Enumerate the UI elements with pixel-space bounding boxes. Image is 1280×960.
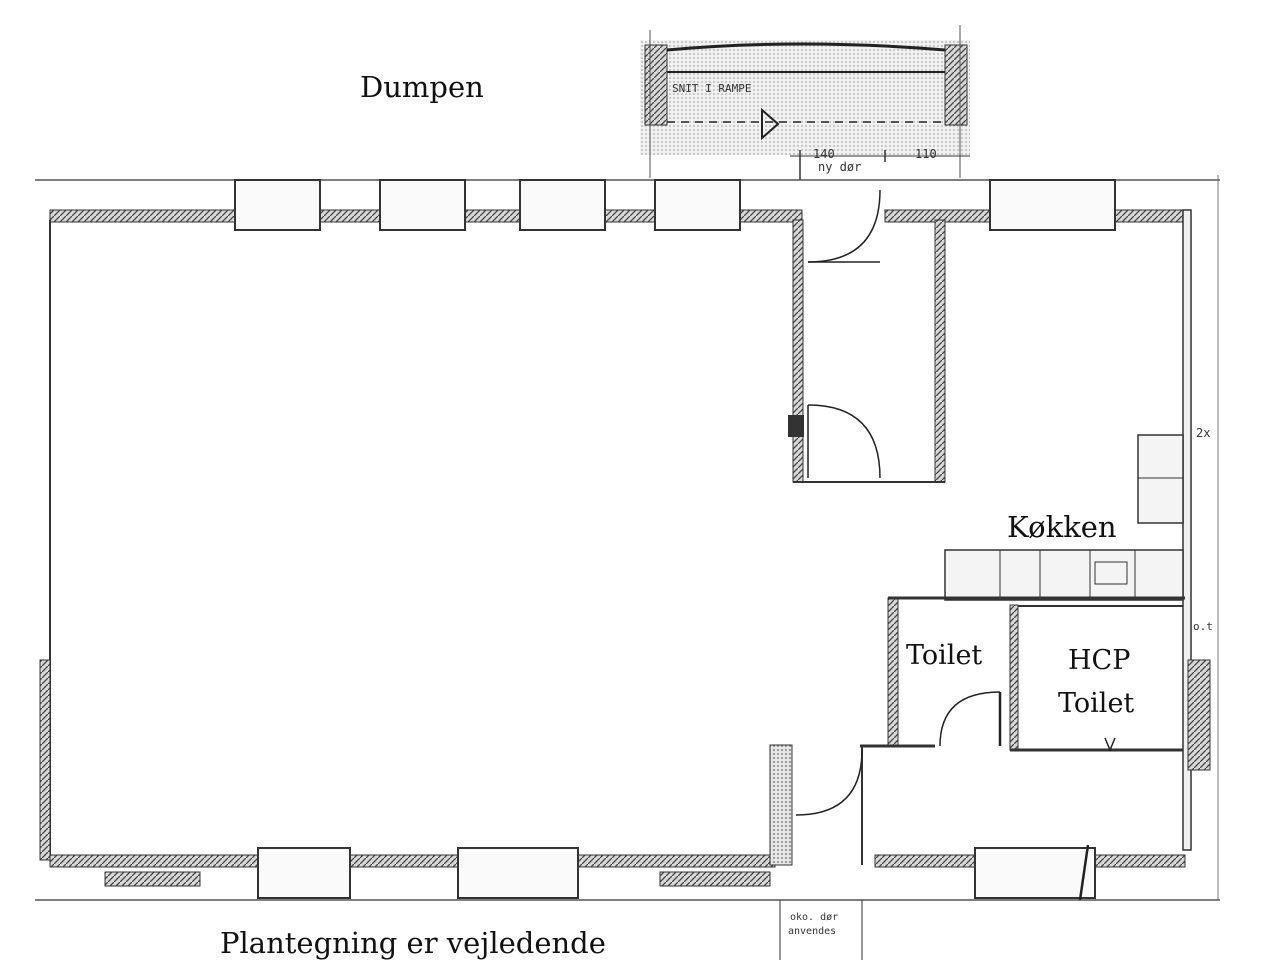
label-hcp-toilet: Toilet <box>1058 688 1135 719</box>
entrance-corridor <box>788 189 946 483</box>
footer-note: Plantegning er vejledende <box>220 926 606 960</box>
annotation-section: SNIT I RAMPE <box>672 82 752 95</box>
annotation-old-door-1: oko. dør <box>790 912 839 923</box>
kitchen <box>944 434 1184 601</box>
toilets <box>860 596 1185 752</box>
annotation-ot: o.t <box>1193 620 1213 633</box>
annotation-old-door-2: anvendes <box>788 926 837 937</box>
label-hcp: HCP <box>1068 645 1131 676</box>
lower-entrance <box>769 744 863 960</box>
label-toilet: Toilet <box>906 640 983 671</box>
label-dumpen: Dumpen <box>360 70 484 104</box>
annotation-new-door: ny dør <box>818 160 862 174</box>
annotation-dim-left: 140 <box>813 147 835 161</box>
label-koekken: Køkken <box>1007 510 1117 544</box>
annotation-dim-right: 110 <box>915 147 937 161</box>
outer-walls <box>35 175 1220 901</box>
ramp-section-detail <box>640 25 970 180</box>
annotation-multiplier: 2x <box>1196 426 1211 440</box>
